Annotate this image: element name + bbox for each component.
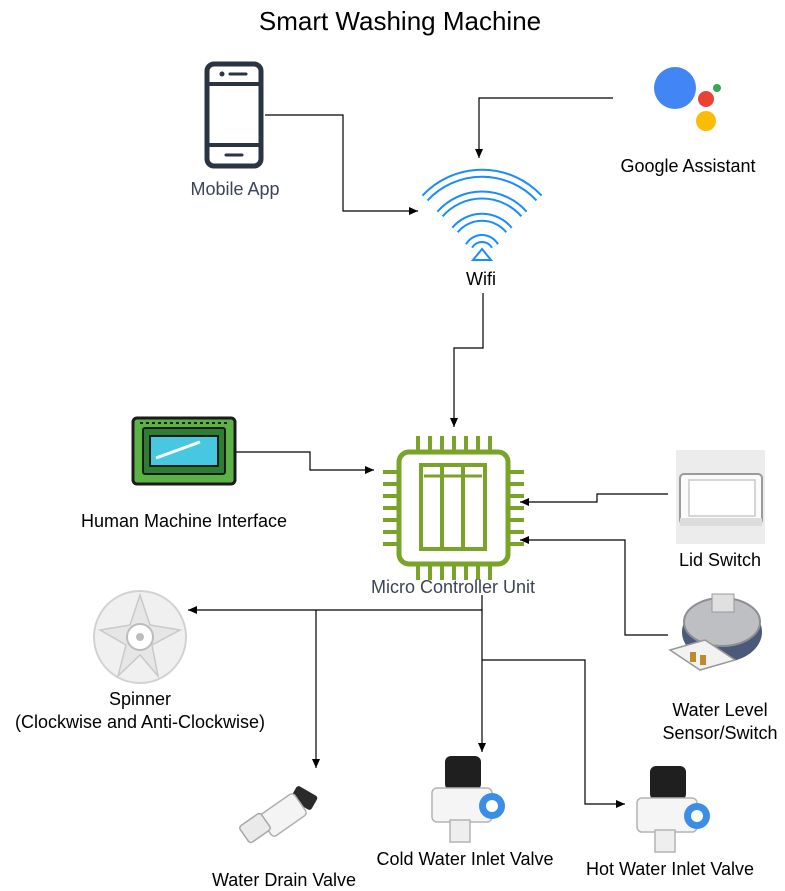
mcu-chip-icon [383, 436, 524, 580]
connector-lid-to-mcu [520, 493, 668, 506]
connector-hmi-to-mcu [236, 451, 374, 474]
google-assistant-icon [654, 67, 721, 131]
lid-switch-image [676, 450, 765, 544]
hot-water-valve-image [636, 766, 710, 853]
spinner-label-line1: Spinner [108, 689, 172, 709]
diagram-title: Smart Washing Machine [258, 6, 542, 36]
wifi-icon-inner [423, 170, 541, 248]
wifi-label: Wifi [466, 269, 496, 289]
cold-water-valve-image [431, 756, 505, 843]
connector-assistant-to-wifi [475, 97, 613, 158]
hot-valve-label: Hot Water Inlet Valve [585, 859, 755, 879]
mcu-label: Micro Controller Unit [370, 577, 536, 597]
lid-switch-label: Lid Switch [678, 550, 762, 570]
water-level-label-line2: Sensor/Switch [662, 723, 778, 743]
cold-valve-label: Cold Water Inlet Valve [376, 849, 554, 869]
connector-wifi-to-mcu [450, 293, 484, 427]
mobile-phone-icon [204, 61, 264, 169]
spinner-pulsator-image [93, 590, 187, 684]
water-level-label-line1: Water Level [672, 700, 768, 720]
drain-valve-label: Water Drain Valve [211, 870, 357, 890]
hmi-label: Human Machine Interface [80, 511, 288, 531]
mobile-app-label: Mobile App [190, 179, 280, 199]
spinner-label-line2: (Clockwise and Anti-Clockwise) [14, 712, 266, 732]
drain-valve-image [239, 786, 318, 844]
connector-mcu-to-hot [482, 659, 625, 808]
water-level-sensor-image [668, 593, 762, 671]
hmi-display-icon [131, 416, 237, 486]
wifi-dot-icon [470, 247, 494, 261]
google-assistant-label: Google Assistant [620, 156, 756, 176]
connector-water-level-to-mcu [520, 536, 668, 636]
connector-mobile-to-wifi [265, 114, 418, 215]
